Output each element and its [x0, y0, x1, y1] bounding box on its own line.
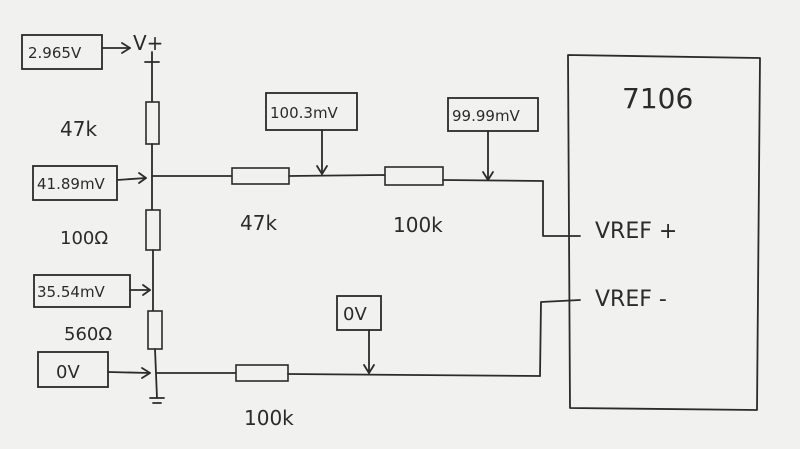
vref-reading-box	[447, 97, 539, 132]
wire-col-4	[154, 348, 158, 399]
resistor-100k-bottom-label: 100k	[244, 406, 294, 430]
node2-reading-box	[33, 274, 131, 308]
node1-reading-box	[32, 165, 118, 201]
resistor-560-ohm-label: 560Ω	[64, 324, 112, 345]
vref-reading: 99.99mV	[452, 107, 521, 125]
wire-bottom-2	[287, 373, 541, 377]
ground-reading-box	[37, 351, 109, 388]
vref-minus-label: VREF -	[595, 287, 667, 312]
resistor-47k-h-label: 47k	[240, 211, 277, 235]
ground-probe-arrow	[107, 371, 151, 374]
wire-to-vref-minus	[539, 299, 581, 377]
resistor-47k-horizontal	[231, 167, 290, 185]
supply-reading-box	[21, 34, 103, 70]
mid-reading: 100.3mV	[270, 104, 339, 122]
node1-probe-arrow	[116, 177, 147, 181]
resistor-100k-h-label: 100k	[393, 213, 443, 237]
chip-name: 7106	[622, 82, 693, 115]
node1-reading: 41.89mV	[37, 175, 106, 193]
chip-outline	[567, 54, 761, 411]
resistor-47k-vertical	[145, 101, 160, 145]
mid-reading-box	[265, 92, 358, 131]
supply-reading: 2.965V	[28, 44, 82, 62]
wire-top-3	[442, 179, 544, 182]
resistor-100k-horizontal	[384, 166, 444, 186]
ground-reading: 0V	[56, 362, 80, 383]
supply-label: V+	[133, 31, 163, 55]
resistor-100-ohm	[145, 209, 161, 251]
wire-top-2	[288, 174, 386, 177]
resistor-560-ohm	[147, 310, 163, 350]
resistor-47k-label: 47k	[60, 117, 97, 141]
resistor-100-ohm-label: 100Ω	[60, 228, 108, 249]
resistor-100k-bottom	[235, 364, 289, 382]
wire-to-vref-plus	[542, 180, 581, 237]
bottom-reading-box	[336, 295, 382, 331]
node2-reading: 35.54mV	[37, 283, 106, 301]
bottom-reading: 0V	[343, 304, 367, 325]
vref-plus-label: VREF +	[595, 219, 677, 244]
